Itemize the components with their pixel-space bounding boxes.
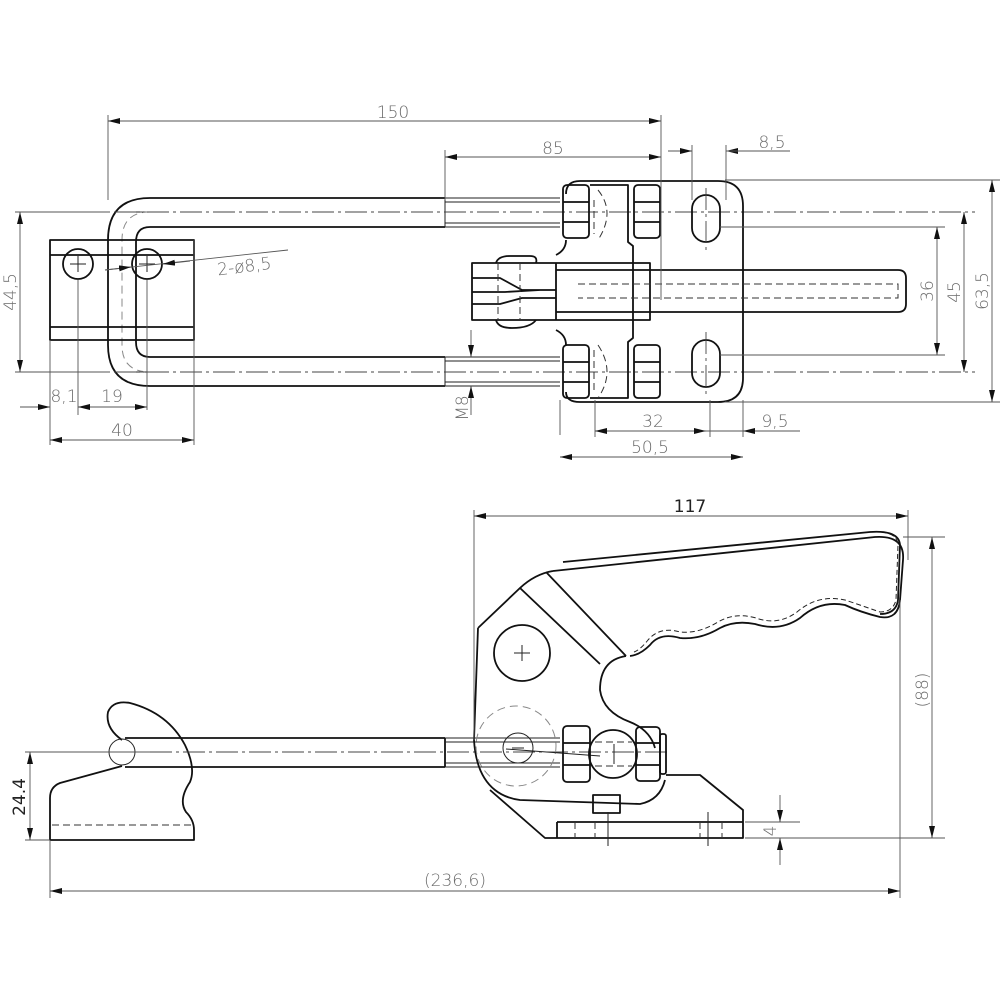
- grip-hatching: [562, 531, 899, 653]
- dim-label: 50,5: [631, 438, 669, 458]
- dim-label: 36: [918, 280, 938, 302]
- dim-label: 150: [377, 103, 409, 123]
- dim-label: 40: [111, 421, 133, 441]
- top-view: [15, 180, 975, 403]
- dim-label: 8,1: [50, 387, 77, 407]
- top-view-dimensions: 150 85 8,5 44,5 2-ø8,5 8,1 19 40 M8 32 9…: [1, 103, 1000, 460]
- mounting-hole: [62, 248, 94, 280]
- dim-label-holes: 2-ø8,5: [216, 254, 272, 280]
- dim-label: 8,5: [758, 133, 785, 153]
- handle-grip: [552, 536, 904, 657]
- dim-label: 117: [674, 497, 706, 517]
- threaded-section: [444, 197, 560, 387]
- hex-nut: [633, 344, 661, 399]
- dim-label: 45: [945, 281, 965, 303]
- dim-label: 4: [761, 826, 781, 837]
- dim-label: (236,6): [424, 871, 486, 891]
- hex-nut: [562, 344, 590, 399]
- u-rod: [107, 197, 445, 387]
- dim-label: 9,5: [761, 412, 788, 432]
- base-plate: [565, 180, 744, 403]
- dim-label: 63,5: [973, 272, 993, 310]
- side-view-dimensions: 117 (88) 4 24.4 (236,6): [10, 497, 945, 898]
- rod-centerline-arc: [121, 211, 151, 373]
- dim-label: 32: [642, 412, 664, 432]
- latch-base-plate: [489, 774, 744, 839]
- dim-label: 85: [542, 139, 564, 159]
- dim-label-thread: M8: [453, 395, 473, 420]
- hook: [49, 701, 195, 841]
- dim-label: 44,5: [1, 273, 21, 311]
- hex-nut: [562, 725, 591, 783]
- dim-label: (88): [913, 673, 933, 708]
- pivot-pin: [493, 624, 551, 682]
- side-view: [49, 530, 904, 846]
- spherical-washer: [588, 729, 638, 779]
- dim-label: 19: [101, 387, 123, 407]
- dim-label: 24.4: [10, 778, 30, 816]
- hex-nut: [562, 184, 590, 239]
- lever-handle: [556, 269, 907, 313]
- hex-nut: [635, 726, 667, 782]
- tension-rod: [125, 737, 446, 768]
- hex-nut: [633, 184, 661, 239]
- latch-bracket: [590, 184, 634, 399]
